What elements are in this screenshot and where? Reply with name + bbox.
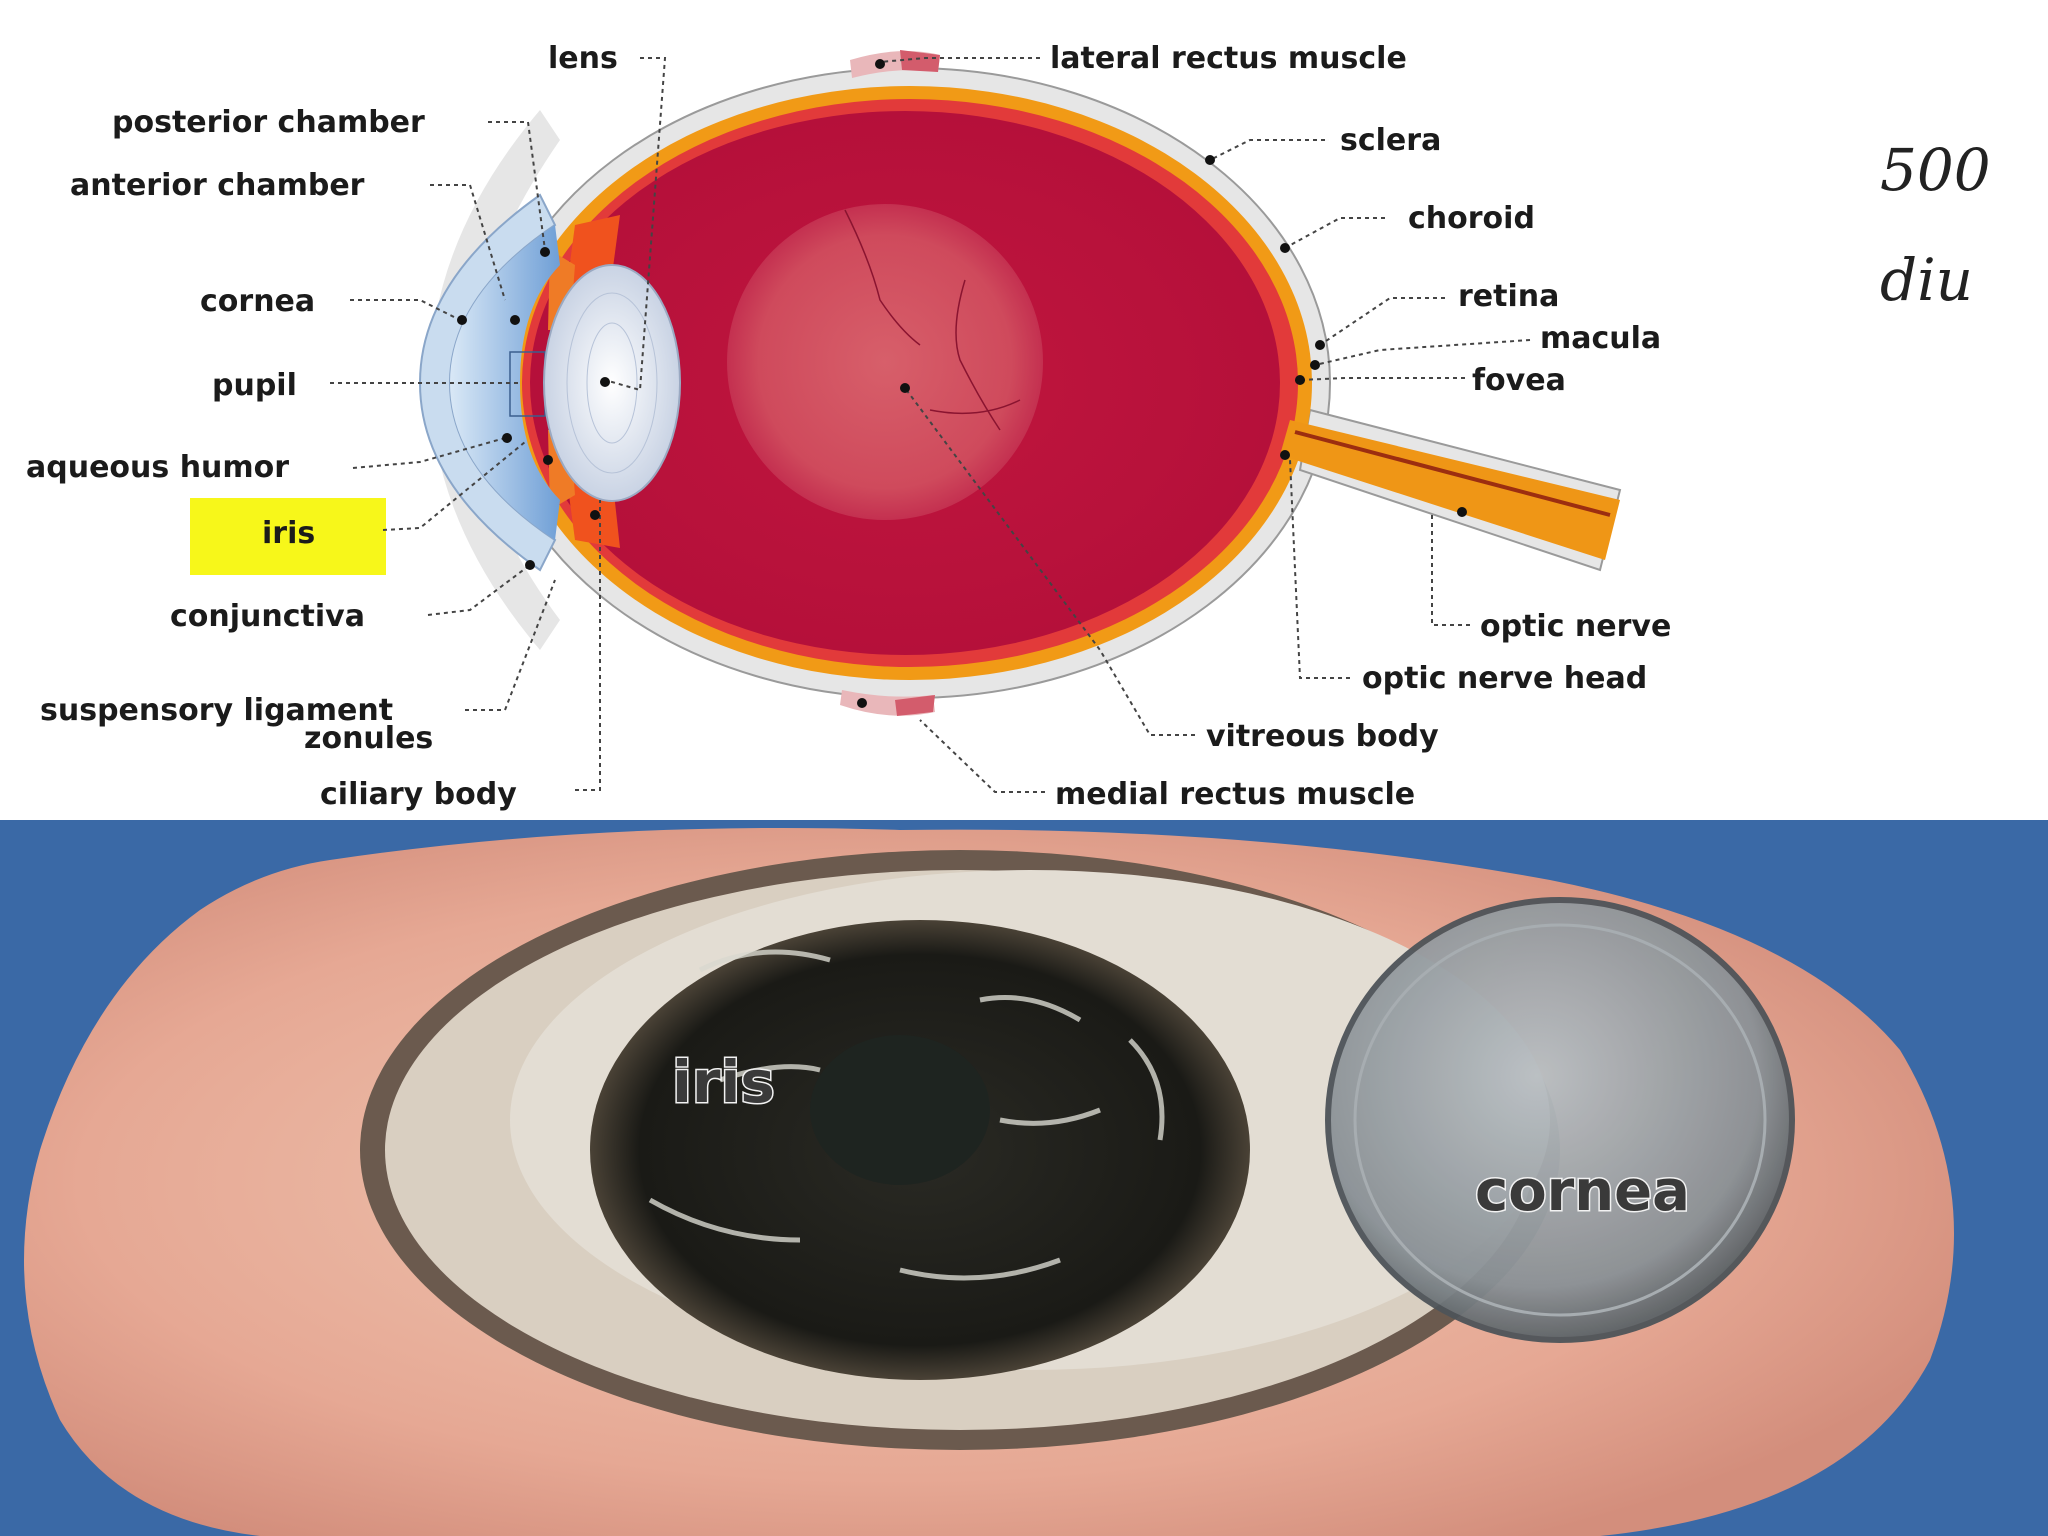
label-iris: iris — [262, 516, 315, 551]
iris-label-highlight — [190, 498, 386, 575]
label-lens: lens — [548, 41, 618, 76]
label-optic-nerve: optic nerve — [1480, 609, 1671, 644]
label-ciliary-body: ciliary body — [320, 777, 517, 812]
label-posterior-chamber: posterior chamber — [112, 105, 425, 140]
medial-rectus-muscle-shape — [840, 690, 935, 716]
label-vitreous-body: vitreous body — [1206, 719, 1439, 754]
photo-label-cornea: cornea — [1475, 1159, 1690, 1224]
eye-anatomy-diagram: lens lateral rectus muscle posterior cha… — [26, 41, 1991, 812]
eye-cross-section — [418, 50, 1622, 716]
label-choroid: choroid — [1408, 201, 1535, 236]
photo-label-iris: iris — [672, 1048, 775, 1116]
label-fovea: fovea — [1472, 363, 1566, 398]
label-medial-rectus-muscle: medial rectus muscle — [1055, 777, 1415, 812]
label-retina: retina — [1458, 279, 1559, 314]
label-pupil: pupil — [212, 368, 297, 403]
marker-dots — [457, 59, 1467, 708]
label-aqueous-humor: aqueous humor — [26, 450, 289, 485]
label-cornea: cornea — [200, 284, 315, 319]
label-lateral-rectus-muscle: lateral rectus muscle — [1050, 41, 1407, 76]
label-conjunctiva: conjunctiva — [170, 599, 365, 634]
label-anterior-chamber: anterior chamber — [70, 168, 365, 203]
handwritten-note-line-2: diu — [1880, 246, 1973, 314]
label-suspensory-ligament: suspensory ligament — [40, 693, 393, 728]
handwritten-note-line-1: 500 — [1880, 136, 1991, 204]
dissected-eye-photo: iris cornea — [0, 820, 2048, 1536]
label-zonules: zonules — [304, 721, 433, 756]
label-optic-nerve-head: optic nerve head — [1362, 661, 1647, 696]
cornea-piece — [1325, 897, 1795, 1343]
label-sclera: sclera — [1340, 123, 1441, 158]
label-macula: macula — [1540, 321, 1661, 356]
diagram-labels: lens lateral rectus muscle posterior cha… — [26, 41, 1671, 812]
leader-lines — [330, 57, 1531, 793]
